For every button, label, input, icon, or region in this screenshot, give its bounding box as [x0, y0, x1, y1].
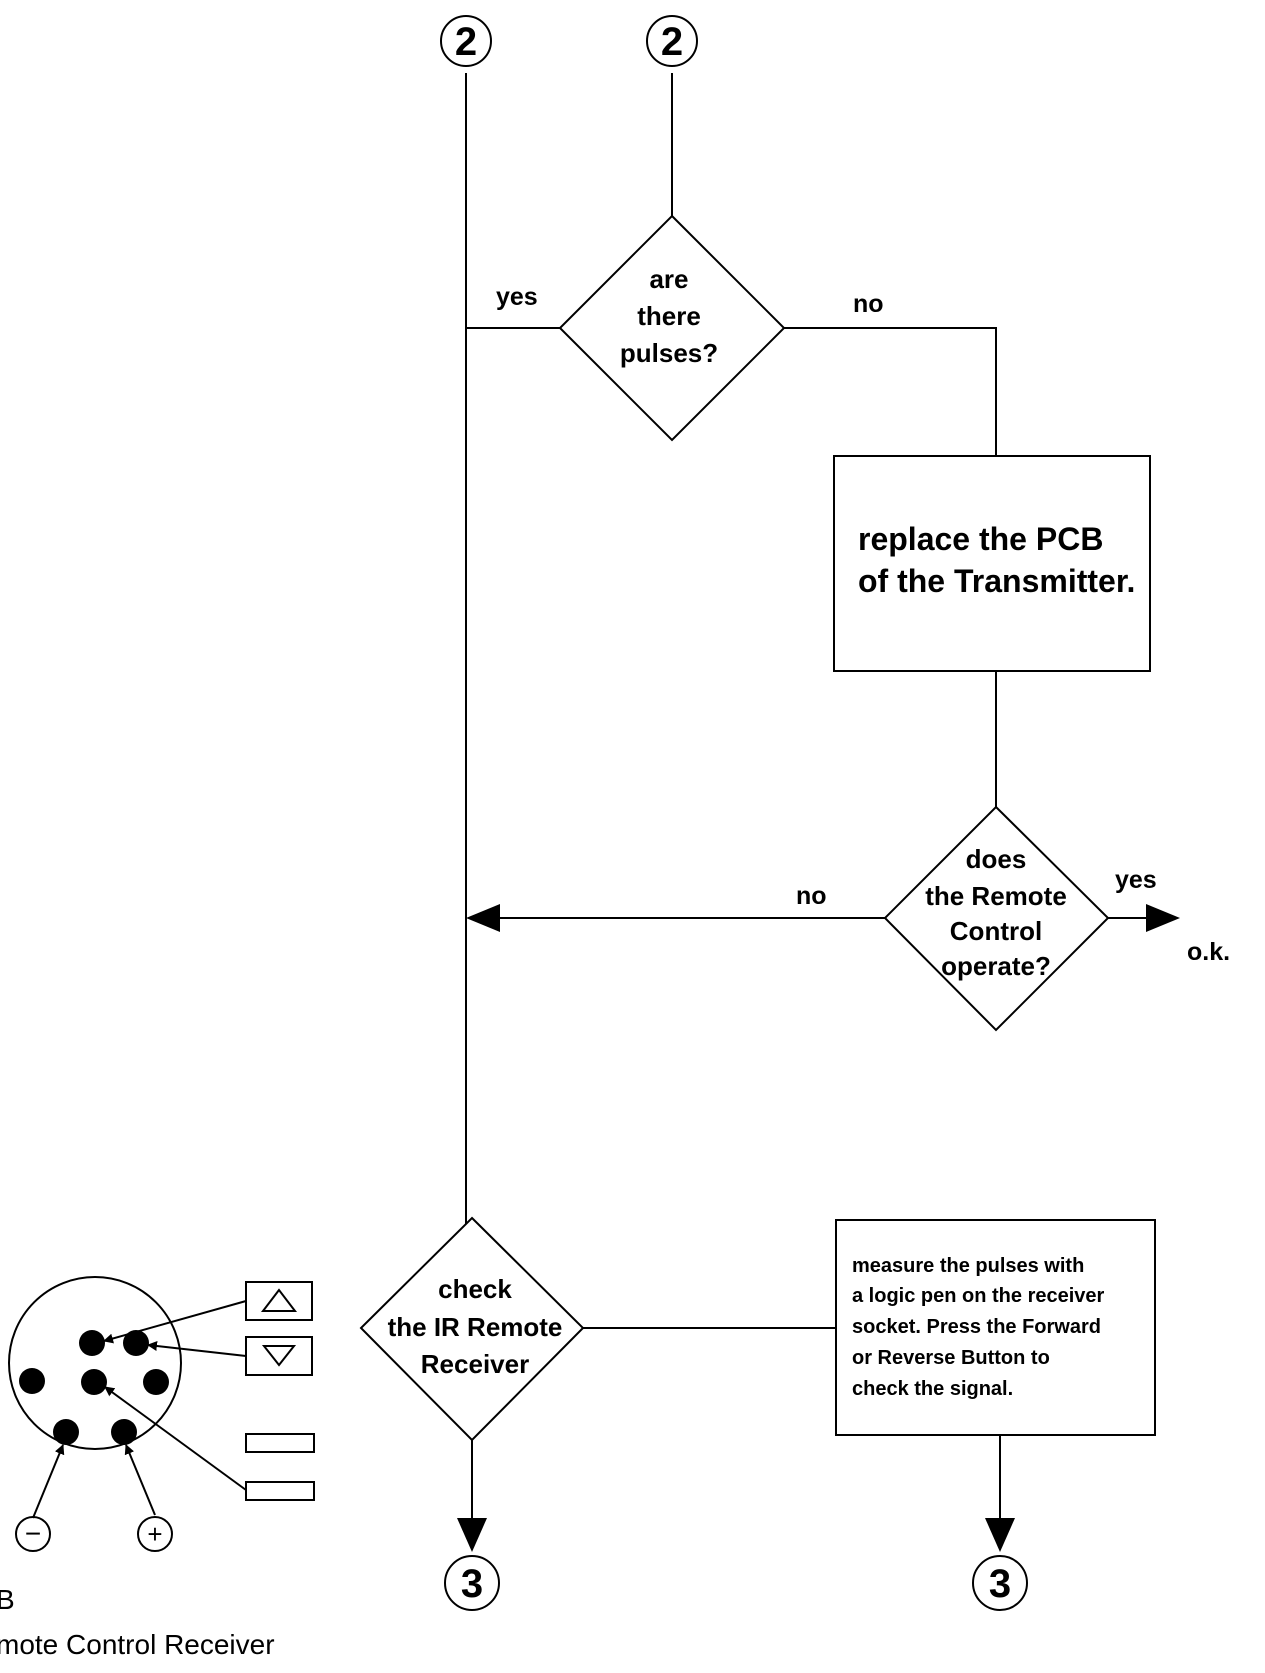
arrowhead-down-left: [457, 1518, 487, 1552]
blank-button-symbol: [245, 1481, 315, 1501]
pin-arrow: [32, 1444, 65, 1519]
pin-arrow: [104, 1386, 247, 1491]
pin-arrow: [147, 1341, 247, 1357]
connector-2-left: 2: [440, 15, 492, 67]
process-measure-line4: or Reverse Button to: [852, 1347, 1050, 1369]
process-measure-line5: check the signal.: [852, 1378, 1013, 1400]
connector-3-right: 3: [972, 1555, 1028, 1611]
decision-check-receiver: check the IR Remote Receiver: [359, 1216, 585, 1442]
socket-outline: [8, 1276, 182, 1450]
edge-label-operate-no: no: [796, 882, 827, 910]
pin-arrow: [103, 1300, 247, 1344]
process-measure-line3: socket. Press the Forward: [852, 1316, 1101, 1338]
decision-check-line1: check: [438, 1274, 512, 1304]
socket-pin: [19, 1368, 45, 1394]
decision-pulses-line1: are: [649, 264, 688, 294]
arrowhead-left: [466, 904, 500, 932]
decision-pulses-line2: there: [637, 301, 701, 331]
process-measure-line1: measure the pulses with: [852, 1255, 1084, 1277]
connector-3-right-label: 3: [989, 1562, 1011, 1606]
decision-operate: does the Remote Control operate?: [883, 805, 1110, 1032]
triangle-up-icon: [260, 1288, 298, 1312]
decision-pulses-line3: pulses?: [620, 338, 718, 368]
socket-pin: [123, 1330, 149, 1356]
decision-pulses: are there pulses?: [558, 214, 786, 442]
connector-2-right: 2: [646, 15, 698, 67]
triangle-down-icon: [261, 1345, 297, 1367]
plus-icon: +: [147, 1519, 162, 1549]
receiver-socket-diagram: − +: [8, 1276, 315, 1552]
edge-label-pulses-no: no: [853, 290, 884, 318]
decision-operate-line4: operate?: [941, 951, 1051, 981]
decision-check-line3: Receiver: [421, 1349, 529, 1379]
minus-terminal: [15, 1516, 51, 1552]
socket-pin: [143, 1369, 169, 1395]
decision-operate-line3: Control: [950, 916, 1042, 946]
connector-2-right-label: 2: [661, 20, 683, 64]
minus-icon: −: [25, 1518, 41, 1549]
decision-operate-line1: does: [966, 844, 1027, 874]
process-measure-pulses: measure the pulses with a logic pen on t…: [835, 1219, 1156, 1436]
process-replace-pcb: replace the PCB of the Transmitter.: [833, 455, 1151, 672]
connector-3-left-label: 3: [461, 1562, 483, 1606]
process-measure-line2: a logic pen on the receiver: [852, 1285, 1105, 1307]
decision-check-line2: the IR Remote: [388, 1312, 563, 1342]
connector-2-left-label: 2: [455, 20, 477, 64]
edge-label-operate-yes: yes: [1115, 866, 1157, 894]
edge-label-pulses-yes: yes: [496, 283, 538, 311]
socket-pin: [53, 1419, 79, 1445]
decision-operate-line2: the Remote: [925, 881, 1067, 911]
arrowhead-down-right: [985, 1518, 1015, 1552]
up-button-symbol: [245, 1281, 313, 1321]
process-replace-pcb-line1: replace the PCB: [858, 521, 1103, 557]
edge-label-ok: o.k.: [1187, 938, 1230, 966]
plus-terminal: [137, 1516, 173, 1552]
connector-line-pulses-no: [784, 327, 997, 456]
caption-line1: B: [0, 1584, 15, 1615]
socket-pin: [79, 1330, 105, 1356]
connector-3-left: 3: [444, 1555, 500, 1611]
socket-pin: [111, 1419, 137, 1445]
caption-line2: mote Control Receiver: [0, 1629, 275, 1660]
down-button-symbol: [245, 1336, 313, 1376]
process-replace-pcb-line2: of the Transmitter.: [858, 563, 1135, 599]
pin-arrow: [124, 1444, 156, 1516]
arrowhead-right: [1146, 904, 1180, 932]
socket-pin: [81, 1369, 107, 1395]
blank-button-symbol: [245, 1433, 315, 1453]
